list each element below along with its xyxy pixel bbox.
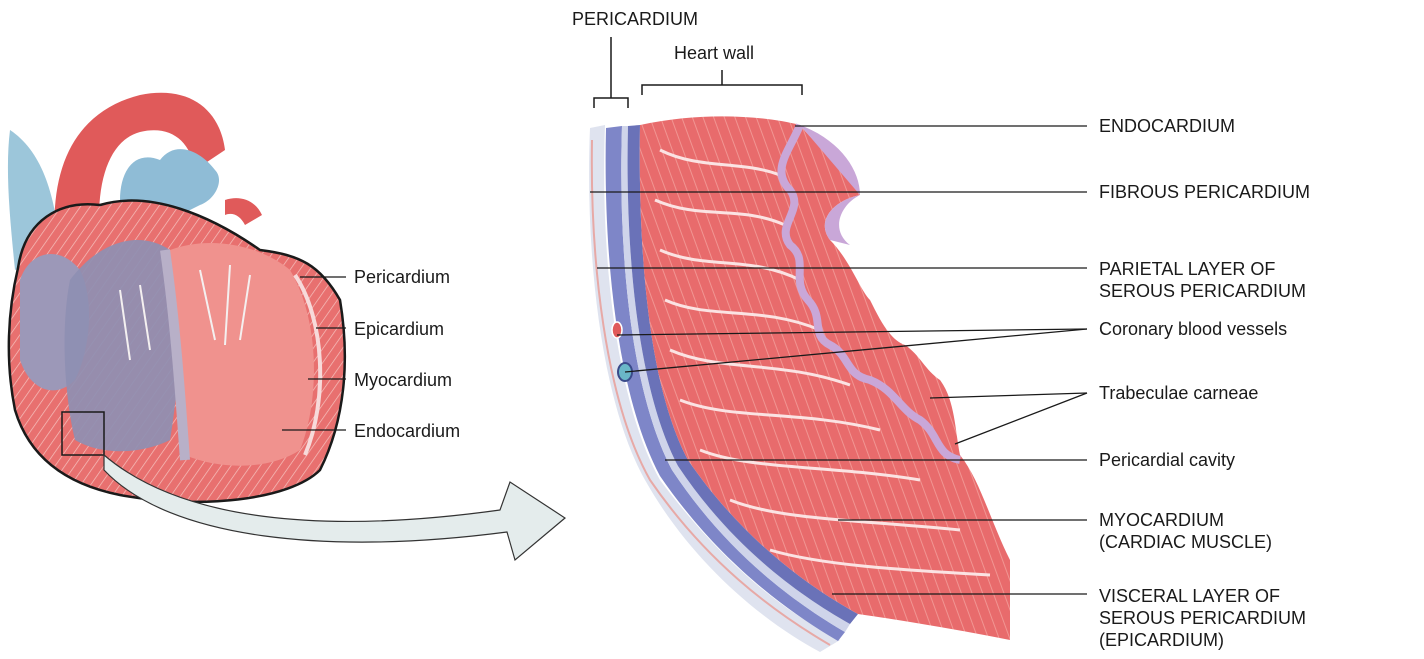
right-label-trabeculae: Trabeculae carneae bbox=[1099, 382, 1258, 404]
right-label-myocardium: MYOCARDIUM (CARDIAC MUSCLE) bbox=[1099, 509, 1272, 553]
heart-wall-label: Heart wall bbox=[674, 42, 754, 64]
left-ventricle bbox=[170, 243, 314, 466]
right-ventricle bbox=[65, 240, 180, 451]
right-label-visceral-layer: VISCERAL LAYER OF SEROUS PERICARDIUM (EP… bbox=[1099, 585, 1306, 651]
right-label-pericardial-cavity: Pericardial cavity bbox=[1099, 449, 1235, 471]
left-label-epicardium: Epicardium bbox=[354, 318, 444, 340]
right-label-fibrous-pericardium: FIBROUS PERICARDIUM bbox=[1099, 181, 1310, 203]
heart-wall-section bbox=[589, 116, 1010, 652]
left-label-endocardium: Endocardium bbox=[354, 420, 460, 442]
pericardium-top-label: PERICARDIUM bbox=[572, 8, 698, 30]
heart-wall-bracket bbox=[642, 70, 802, 95]
left-label-myocardium: Myocardium bbox=[354, 369, 452, 391]
left-label-pericardium: Pericardium bbox=[354, 266, 450, 288]
right-label-endocardium: ENDOCARDIUM bbox=[1099, 115, 1235, 137]
right-label-parietal-layer: PARIETAL LAYER OF SEROUS PERICARDIUM bbox=[1099, 258, 1306, 302]
right-label-coronary-vessels: Coronary blood vessels bbox=[1099, 318, 1287, 340]
whole-heart-illustration bbox=[8, 93, 345, 502]
pericardium-bracket bbox=[594, 37, 628, 108]
pulmonary-veins bbox=[225, 198, 262, 225]
